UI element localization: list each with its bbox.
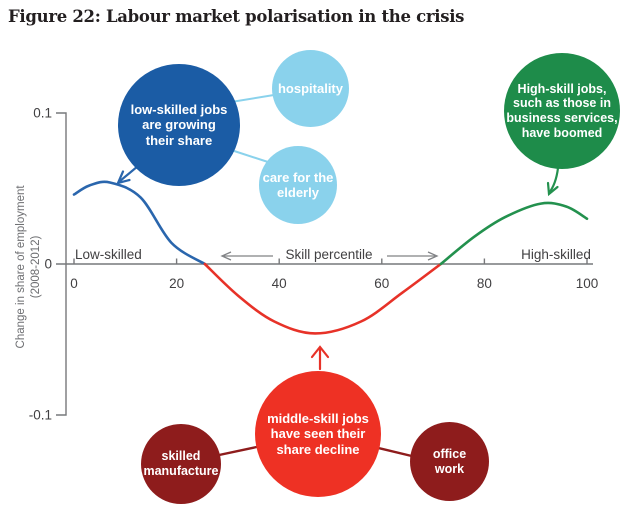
bubble-high-skill-jobs: High-skill jobs, such as those in busine… (504, 53, 620, 169)
y-axis-title: Change in share of employment (2008-2012… (14, 152, 44, 382)
y-tick-label: 0.1 (33, 106, 52, 121)
bubble-care-for-the-elderly-label: care for the elderly (262, 169, 334, 200)
y-axis-title-line1: Change in share of employment (15, 185, 28, 349)
y-axis-title-line2: (2008-2012) (30, 235, 42, 299)
bubble-office-work: office work (410, 422, 489, 501)
bubble-high-skill-jobs-label: High-skill jobs, such as those in busine… (506, 81, 618, 140)
skill-percentile-arrows (220, 251, 439, 261)
left-arrowhead-icon (220, 251, 232, 261)
bubble-low-skilled-jobs-label: low-skilled jobs are growing their share (130, 102, 228, 148)
x-tick-label: 100 (576, 276, 599, 291)
bubble-care-for-the-elderly: care for the elderly (259, 146, 337, 224)
right-arrowhead-icon (427, 251, 439, 261)
x-tick-label: 20 (169, 276, 184, 291)
red-arrowhead-icon (310, 345, 330, 359)
bubble-hospitality: hospitality (272, 50, 349, 127)
bubble-skilled-manufacture: skilled manufacture (141, 424, 221, 504)
bubble-hospitality-label: hospitality (277, 80, 343, 96)
employment-curve (72, 180, 589, 335)
bubble-middle-skill-jobs: middle-skill jobs have seen their share … (255, 371, 381, 497)
green-arrowhead-icon (546, 181, 559, 197)
axes (56, 112, 593, 416)
axis-ticks-and-labels: 0 20 40 60 80 100 0.1 0 -0.1 Low-skilled Skill per… (29, 106, 599, 423)
y-tick-label: -0.1 (29, 408, 52, 423)
zone-label-skill-percentile: Skill percentile (285, 247, 372, 262)
bubble-office-work-label: office work (432, 446, 467, 476)
x-tick-label: 0 (70, 276, 78, 291)
zone-label-high-skilled: High-skilled (521, 247, 591, 262)
curve-middle-skill (203, 262, 443, 335)
blue-arrowhead-icon (116, 170, 131, 185)
green-arrow-icon (547, 166, 560, 195)
bubble-middle-skill-jobs-label: middle-skill jobs have seen their share … (267, 411, 369, 457)
zone-label-low-skilled: Low-skilled (75, 247, 142, 262)
bubble-skilled-manufacture-label: skilled manufacture (143, 449, 219, 478)
annotation-arrows (116, 159, 560, 371)
x-tick-label: 80 (477, 276, 492, 291)
y-tick-label: 0 (44, 257, 52, 272)
x-tick-label: 60 (374, 276, 389, 291)
curve-low-skilled (72, 180, 207, 266)
x-tick-label: 40 (272, 276, 287, 291)
bubble-low-skilled-jobs: low-skilled jobs are growing their share (118, 64, 240, 186)
figure-title: Figure 22: Labour market polarisation in… (8, 7, 465, 26)
curve-high-skill (439, 201, 589, 266)
